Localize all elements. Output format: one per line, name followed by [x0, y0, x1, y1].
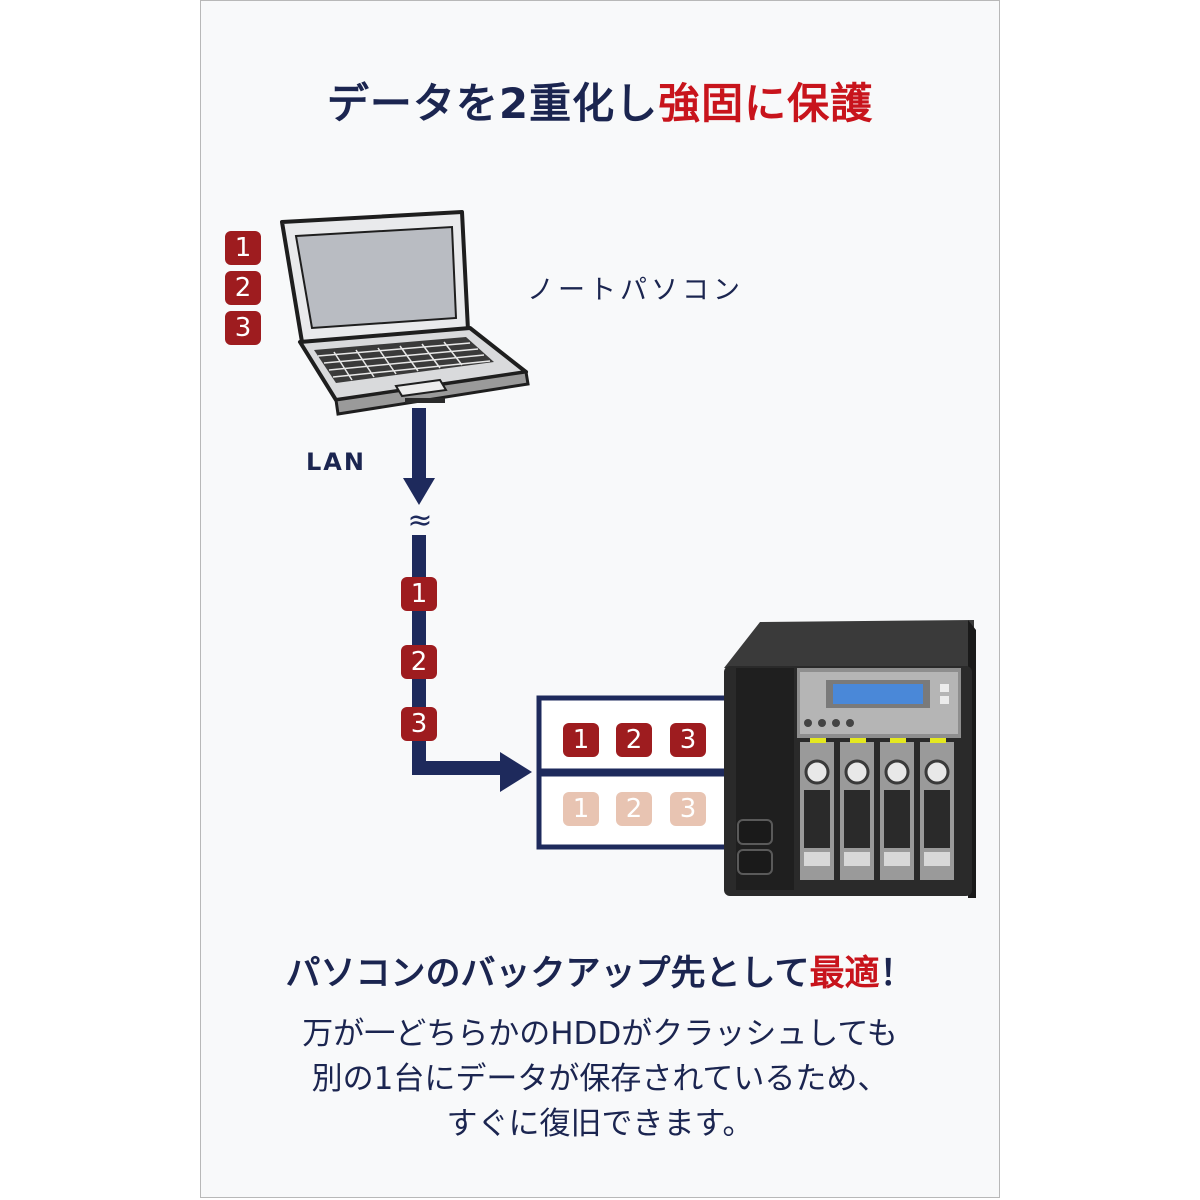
- drive-bay-3: [880, 738, 914, 880]
- laptop-icon: [280, 210, 530, 416]
- laptop-badge-3: 3: [225, 311, 261, 345]
- drive-bay-2: [840, 738, 874, 880]
- caption-highlight: 最適: [809, 954, 880, 994]
- primary-badge-2: 2: [616, 723, 652, 757]
- mirror-badge-1: 1: [563, 792, 599, 826]
- caption-headline: パソコンのバックアップ先として最適！: [285, 954, 915, 994]
- description-line-1: 万が一どちらかのHDDがクラッシュしても: [302, 1016, 898, 1052]
- diagram-frame: [200, 0, 1000, 1198]
- cable-break-symbol: ≈: [407, 503, 432, 538]
- description-line-2: 別の1台にデータが保存されているため、: [311, 1061, 889, 1097]
- primary-badge-1: 1: [563, 723, 599, 757]
- arrow-down-icon: [403, 408, 435, 505]
- lan-label: LAN: [306, 448, 366, 476]
- laptop-badge-1: 1: [225, 231, 261, 265]
- nas-icon: [724, 620, 976, 898]
- laptop-badge-2: 2: [225, 271, 261, 305]
- drive-bay-1: [800, 738, 834, 880]
- cable-badge-3: 3: [401, 707, 437, 741]
- cable-badge-1: 1: [401, 577, 437, 611]
- mirror-badge-3: 3: [670, 792, 706, 826]
- primary-badge-3: 3: [670, 723, 706, 757]
- cable-badge-2: 2: [401, 645, 437, 679]
- page-title: データを2重化し強固に保護: [326, 79, 874, 128]
- title-highlight: 強固に保護: [658, 79, 874, 128]
- mirror-badge-2: 2: [616, 792, 652, 826]
- description: 万が一どちらかのHDDがクラッシュしても 別の1台にデータが保存されているため、…: [200, 1012, 1000, 1147]
- description-line-3: すぐに復旧できます。: [446, 1106, 754, 1142]
- laptop-label: ノートパソコン: [527, 275, 744, 306]
- drive-bay-4: [920, 738, 954, 880]
